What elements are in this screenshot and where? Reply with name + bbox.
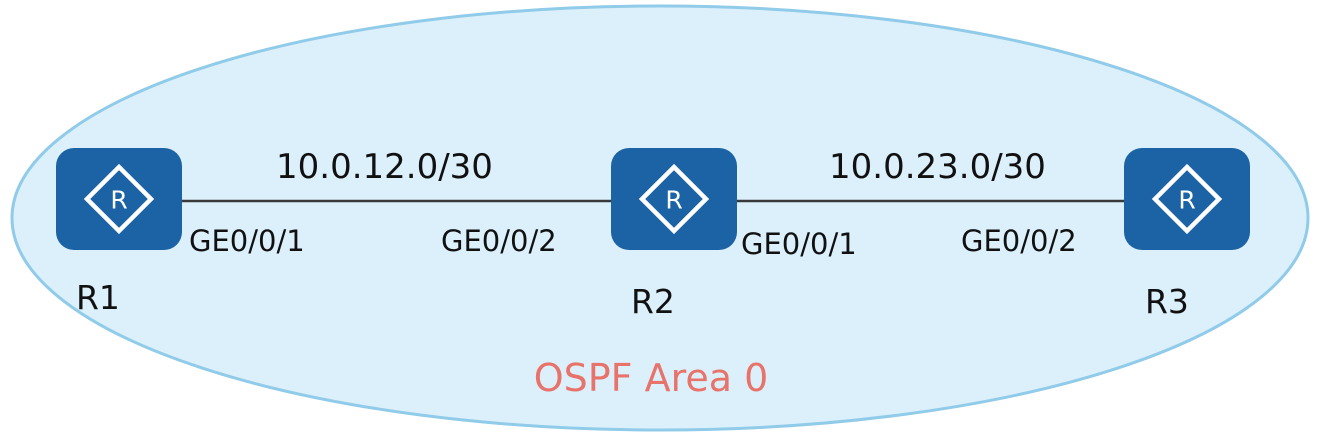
area-label: OSPF Area 0 xyxy=(534,356,769,400)
router-icon xyxy=(1124,148,1250,250)
router-icon xyxy=(611,148,737,250)
router-r1[interactable]: R xyxy=(56,148,182,250)
router-r3[interactable]: R xyxy=(1124,148,1250,250)
subnet-label-r2-r3: 10.0.23.0/30 xyxy=(829,147,1046,187)
router-name-r1: R1 xyxy=(76,278,120,317)
router-icon-letter: R xyxy=(665,186,682,215)
router-icon-letter: R xyxy=(1178,186,1195,215)
router-r2[interactable]: R xyxy=(611,148,737,250)
interface-label-r1-ge0-0-1: GE0/0/1 xyxy=(189,224,305,258)
router-diamond-icon xyxy=(1151,163,1223,235)
router-name-r2: R2 xyxy=(631,282,675,321)
router-icon xyxy=(56,148,182,250)
interface-label-r3-ge0-0-2: GE0/0/2 xyxy=(961,224,1077,258)
interface-label-r2-ge0-0-1: GE0/0/1 xyxy=(741,227,857,261)
router-diamond-icon xyxy=(638,163,710,235)
interface-label-r2-ge0-0-2: GE0/0/2 xyxy=(441,224,557,258)
router-icon-letter: R xyxy=(110,186,127,215)
router-diamond-icon xyxy=(83,163,155,235)
subnet-label-r1-r2: 10.0.12.0/30 xyxy=(276,147,493,187)
router-name-r3: R3 xyxy=(1145,282,1189,321)
